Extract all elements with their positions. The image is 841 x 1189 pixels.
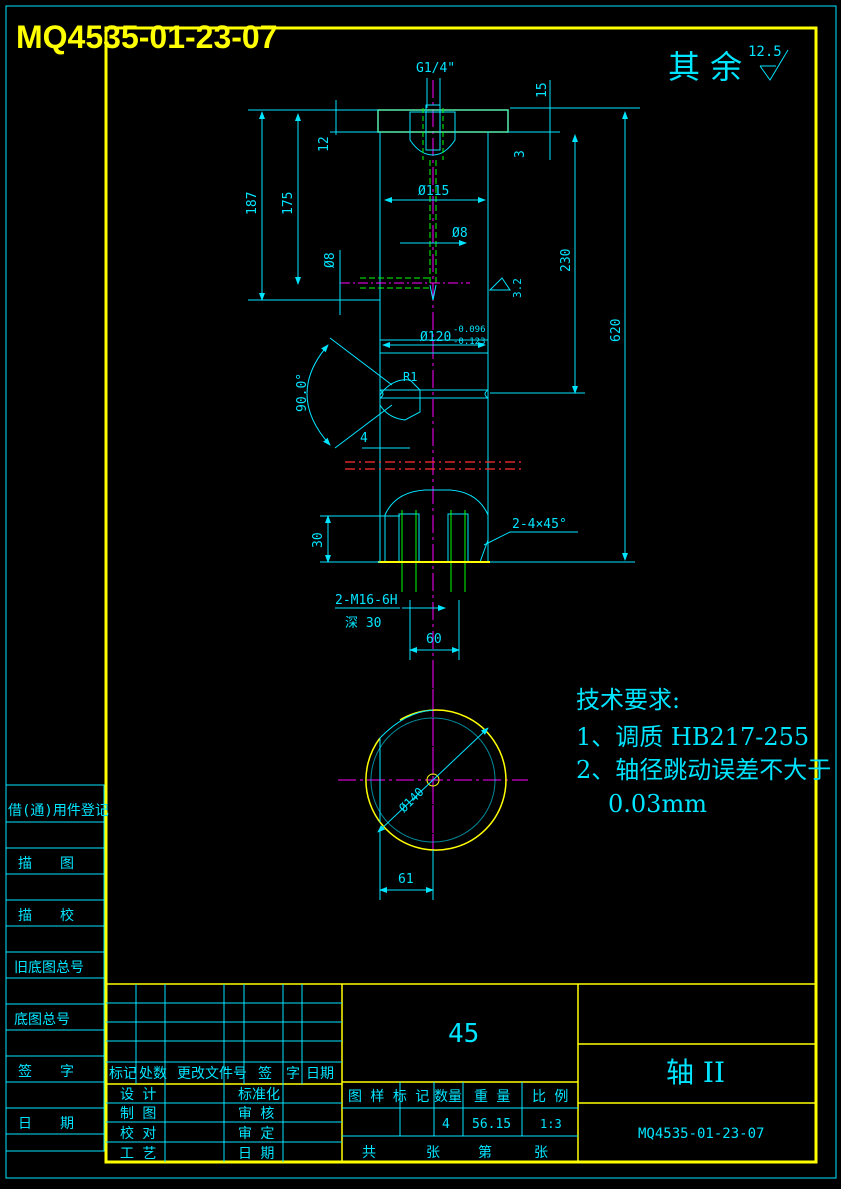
quantity: 4 bbox=[442, 1117, 450, 1132]
dim-dia8: Ø8 bbox=[452, 226, 468, 241]
scale: 1:3 bbox=[540, 1117, 562, 1131]
dim-dia120: Ø120 bbox=[420, 330, 451, 345]
material: 45 bbox=[448, 1019, 479, 1049]
sheet-3: 张 bbox=[534, 1145, 548, 1161]
dim-radius: R1 bbox=[403, 370, 417, 384]
dim-dia115: Ø115 bbox=[418, 184, 449, 199]
weight: 56.15 bbox=[472, 1117, 511, 1132]
left-label-3: 工 艺 bbox=[120, 1146, 156, 1162]
dim-3: 3 bbox=[513, 150, 528, 158]
dim-dia8-left: Ø8 bbox=[323, 252, 338, 268]
right-label-2: 审 定 bbox=[238, 1126, 274, 1142]
dim-15: 15 bbox=[535, 82, 550, 98]
surface-finish-label: 其 余 bbox=[668, 48, 742, 86]
left-label-2: 校 对 bbox=[120, 1125, 156, 1142]
roughness-symbol bbox=[759, 49, 789, 81]
drawing-code-header: MQ4535-01-23-07 bbox=[16, 19, 277, 55]
left-label-0: 设 计 bbox=[120, 1087, 156, 1103]
side-label-5: 签 字 bbox=[18, 1063, 74, 1080]
col-header-2: 重 量 bbox=[474, 1089, 510, 1105]
tech-title: 技术要求: bbox=[576, 686, 680, 714]
inner-frame bbox=[104, 26, 818, 1164]
col-header-0: 图 样 标 记 bbox=[348, 1089, 429, 1105]
side-panel: 借(通)用件登记 描 图 描 校 旧底图总号 底图总号 签 字 日 期 bbox=[5, 784, 109, 1152]
rev-header-4: 日期 bbox=[306, 1066, 334, 1082]
right-label-1: 审 核 bbox=[238, 1106, 274, 1122]
dim-60: 60 bbox=[426, 632, 442, 647]
outer-border bbox=[5, 5, 837, 1179]
tech-item-2: 2、轴径跳动误差不大于 bbox=[576, 756, 831, 784]
side-label-4: 底图总号 bbox=[14, 1012, 70, 1028]
dim-dia140: Ø140 bbox=[396, 785, 426, 815]
side-label-2: 描 校 bbox=[18, 907, 74, 924]
sheet-0: 共 bbox=[362, 1145, 376, 1161]
dim-thread-top: G1/4" bbox=[416, 61, 455, 76]
left-label-1: 制 图 bbox=[120, 1106, 156, 1122]
tol-upper: -0.096 bbox=[453, 325, 486, 335]
sheet-1: 张 bbox=[426, 1145, 440, 1161]
dim-angle: 90.0° bbox=[295, 373, 310, 412]
dim-61: 61 bbox=[398, 872, 414, 887]
dim-175: 175 bbox=[281, 192, 296, 215]
tech-item-1: 1、调质 HB217-255 bbox=[576, 723, 809, 751]
side-label-0: 借(通)用件登记 bbox=[8, 803, 109, 819]
rev-header-3: 签 字 bbox=[258, 1065, 300, 1082]
side-label-1: 描 图 bbox=[18, 856, 74, 872]
side-label-3: 旧底图总号 bbox=[14, 960, 84, 976]
dim-30: 30 bbox=[311, 532, 326, 548]
title-block: 45 轴 II MQ4535-01-23-07 标记 处数 更改文件号 签 字 … bbox=[106, 983, 816, 1162]
rev-header-0: 标记 bbox=[109, 1066, 137, 1082]
col-header-1: 数量 bbox=[434, 1089, 462, 1105]
bottom-section bbox=[384, 489, 489, 563]
roughness-3-2: 3.2 bbox=[511, 278, 524, 298]
dim-thread-holes: 2-M16-6H bbox=[335, 593, 398, 608]
col-header-3: 比 例 bbox=[532, 1089, 568, 1105]
tol-lower: -0.123 bbox=[453, 337, 486, 347]
right-label-3: 日 期 bbox=[238, 1146, 274, 1162]
dim-187: 187 bbox=[245, 192, 260, 215]
tech-item-2b: 0.03mm bbox=[608, 790, 707, 818]
dim-230: 230 bbox=[559, 249, 574, 272]
angle-arc bbox=[306, 344, 331, 446]
rev-header-1: 处数 bbox=[139, 1066, 167, 1082]
dim-12: 12 bbox=[317, 136, 332, 152]
dim-chamfer: 2-4×45° bbox=[512, 517, 567, 532]
part-name: 轴 II bbox=[666, 1056, 725, 1089]
side-section bbox=[379, 379, 421, 421]
drawing-no: MQ4535-01-23-07 bbox=[638, 1126, 764, 1142]
dim-4: 4 bbox=[360, 431, 368, 446]
dim-depth: 深 30 bbox=[345, 616, 381, 631]
surface-finish-value: 12.5 bbox=[748, 44, 782, 60]
right-label-0: 标准化 bbox=[238, 1087, 280, 1103]
side-label-6: 日 期 bbox=[18, 1116, 74, 1132]
sheet-2: 第 bbox=[478, 1144, 492, 1161]
dim-620: 620 bbox=[609, 319, 624, 342]
top-section bbox=[409, 111, 456, 156]
rev-header-2: 更改文件号 bbox=[177, 1066, 247, 1082]
